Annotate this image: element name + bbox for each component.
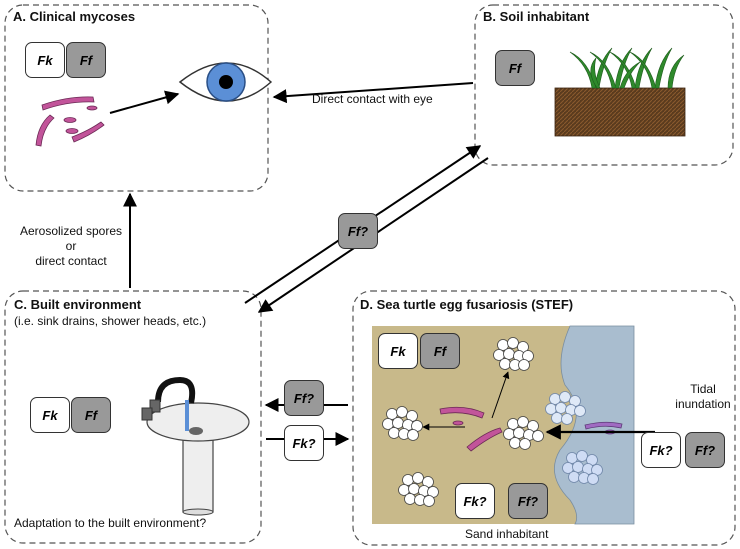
- sink-icon: [141, 376, 250, 516]
- egg-cluster-water-bottom: [562, 450, 603, 485]
- tidal-label-line1: Tidal: [690, 382, 716, 396]
- panel-c-subtitle: (i.e. sink drains, shower heads, etc.): [14, 314, 207, 328]
- panel-d-caption: Sand inhabitant: [465, 527, 549, 541]
- egg-cluster-middle: [503, 416, 544, 450]
- plants-icon: [569, 47, 685, 89]
- arrow-spore-to-top-eggs: [491, 371, 510, 419]
- aerosol-label-line2: or: [65, 239, 77, 253]
- panel-d-title: D. Sea turtle egg fusariosis (STEF): [360, 297, 574, 312]
- arrow-spores-to-eye: [109, 90, 180, 114]
- tag-fk-panel-c: Fk: [30, 397, 70, 433]
- tag-ff-panel-d: Ff: [420, 333, 460, 369]
- soil-block: [554, 87, 686, 137]
- panel-c-title: C. Built environment: [14, 297, 142, 312]
- tag-ff-q-tidal: Ff?: [685, 432, 725, 468]
- panel-b-title: B. Soil inhabitant: [483, 9, 590, 24]
- spore-cluster-d: [439, 406, 503, 452]
- arrow-soil-to-eye: [272, 82, 474, 104]
- tag-ff-q-diagonal: Ff?: [338, 213, 378, 249]
- tag-fk-panel-d: Fk: [378, 333, 418, 369]
- panel-c-caption: Adaptation to the built environment?: [14, 516, 207, 530]
- egg-cluster-bottom: [398, 472, 439, 507]
- tag-ff-q-to-built: Ff?: [284, 380, 324, 416]
- aerosol-label-line3: direct contact: [35, 254, 107, 268]
- tag-fk-q-tidal: Fk?: [641, 432, 681, 468]
- tag-fk-q-sand: Fk?: [455, 483, 495, 519]
- egg-cluster-top: [493, 337, 534, 371]
- eye-icon: [178, 62, 273, 102]
- tag-ff-panel-a: Ff: [66, 42, 106, 78]
- egg-cluster-left: [382, 406, 423, 441]
- aerosol-label-line1: Aerosolized spores: [19, 224, 123, 238]
- spore-cluster-a: [35, 96, 105, 147]
- tag-ff-q-sand: Ff?: [508, 483, 548, 519]
- tag-fk-panel-a: Fk: [25, 42, 65, 78]
- panel-a-title: A. Clinical mycoses: [13, 9, 136, 24]
- tag-ff-panel-c: Ff: [71, 397, 111, 433]
- egg-cluster-water-top: [545, 391, 586, 425]
- eye-contact-label: Direct contact with eye: [312, 92, 433, 106]
- tag-ff-panel-b: Ff: [495, 50, 535, 86]
- tag-fk-q-to-stef: Fk?: [284, 425, 324, 461]
- tidal-label-line2: inundation: [675, 397, 731, 411]
